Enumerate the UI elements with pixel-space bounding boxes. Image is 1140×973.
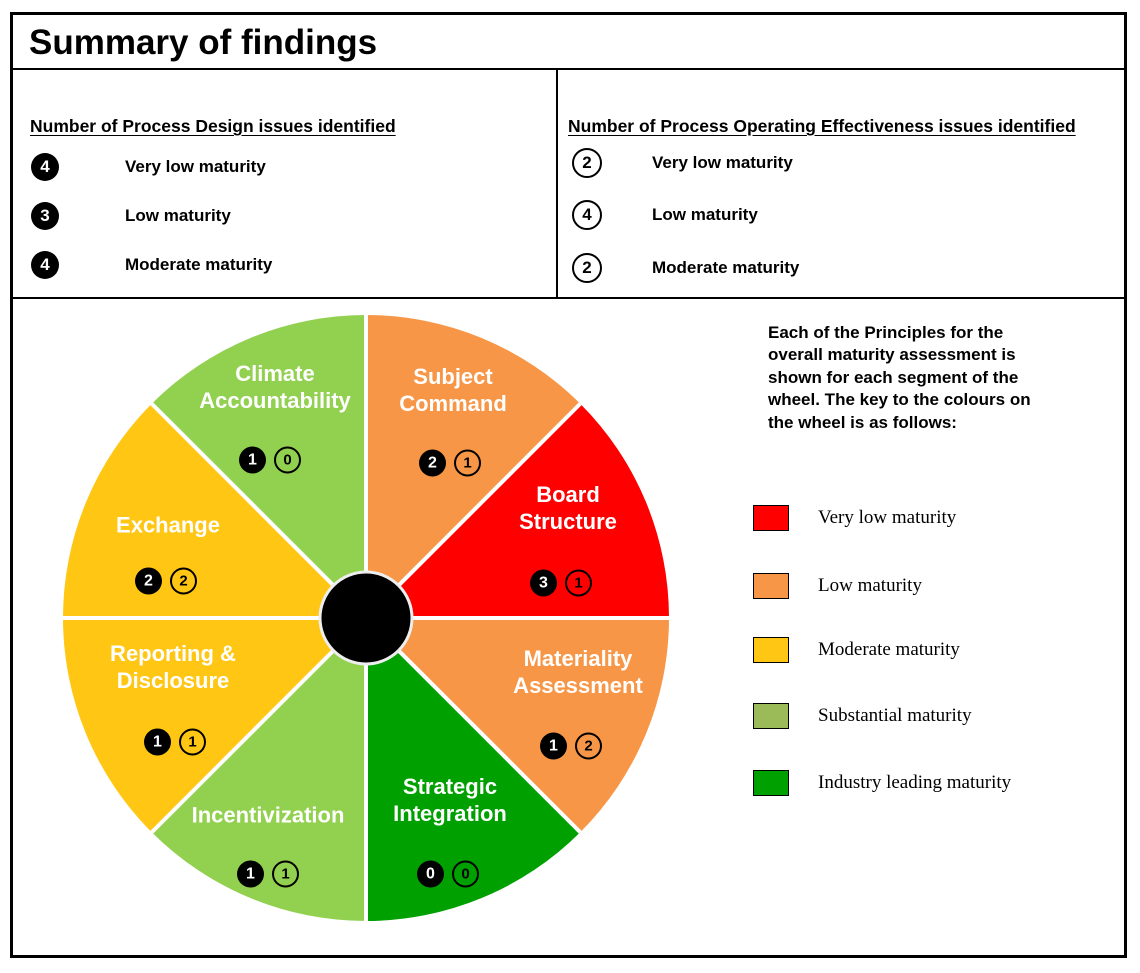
legend-row-very-low: Very low maturity (753, 505, 956, 531)
wheel-segment-board-structure (366, 403, 669, 618)
page-title: Summary of findings (29, 23, 378, 62)
legend-label: Very low maturity (818, 507, 957, 528)
operating-effectiveness-row-1: 2 Very low maturity (572, 148, 793, 178)
process-design-row-1: 4 Very low maturity (31, 152, 266, 182)
issue-label: Low maturity (125, 206, 231, 225)
filled-count-badge: 4 (31, 251, 59, 279)
process-design-row-2: 3 Low maturity (31, 201, 231, 231)
segment-label-incentivization: Incentivization (191, 802, 345, 828)
operating-effectiveness-row-3: 2 Moderate maturity (572, 253, 799, 283)
operating-issues-badge: 1 (565, 569, 592, 597)
maturity-wheel: Subject Command Board Structure Material… (56, 308, 676, 928)
legend-swatch-moderate (753, 637, 789, 663)
outlined-count-badge: 2 (572, 253, 602, 283)
wheel-hub (318, 570, 414, 666)
wheel-segment-exchange (63, 403, 366, 618)
operating-issues-badge: 0 (274, 446, 301, 474)
legend-label: Substantial maturity (818, 705, 972, 726)
issue-label: Moderate maturity (125, 255, 273, 274)
wheel-segment-materiality-assessment (366, 618, 669, 833)
wheel-chart (63, 315, 669, 921)
legend-row-moderate: Moderate maturity (753, 637, 960, 663)
title-bar: Summary of findings (13, 15, 1124, 70)
segment-counts-subject-command: 2 1 (419, 449, 481, 477)
design-issues-badge: 1 (144, 728, 171, 756)
design-issues-badge: 1 (540, 732, 567, 760)
segment-label-climate-accountability: Climate Accountability (199, 361, 351, 413)
legend-label: Industry leading maturity (818, 772, 1012, 793)
issue-label: Very low maturity (125, 157, 266, 176)
issue-label: Very low maturity (652, 153, 793, 172)
operating-issues-badge: 0 (452, 860, 479, 888)
segment-label-reporting-disclosure: Reporting & Disclosure (110, 641, 236, 693)
design-issues-badge: 1 (239, 446, 266, 474)
filled-count-badge: 3 (31, 202, 59, 230)
operating-effectiveness-row-2: 4 Low maturity (572, 200, 758, 230)
design-issues-badge: 2 (419, 449, 446, 477)
outlined-count-badge: 4 (572, 200, 602, 230)
process-design-row-3: 4 Moderate maturity (31, 250, 272, 280)
filled-count-badge: 4 (31, 153, 59, 181)
design-issues-badge: 3 (530, 569, 557, 597)
summary-document: Summary of findings Number of Process De… (10, 12, 1127, 958)
operating-issues-badge: 1 (272, 860, 299, 888)
operating-issues-badge: 1 (179, 728, 206, 756)
segment-label-board-structure: Board Structure (519, 482, 617, 534)
operating-effectiveness-panel: Number of Process Operating Effectivenes… (558, 70, 1124, 297)
operating-issues-badge: 2 (575, 732, 602, 760)
operating-issues-badge: 2 (170, 567, 197, 595)
design-issues-badge: 0 (417, 860, 444, 888)
legend-swatch-low (753, 573, 789, 599)
legend-swatch-industry-leading (753, 770, 789, 796)
wheel-segment-strategic-integration (366, 618, 581, 921)
segment-label-strategic-integration: Strategic Integration (393, 774, 507, 826)
segment-counts-incentivization: 1 1 (237, 860, 299, 888)
segment-counts-materiality-assessment: 1 2 (540, 732, 602, 760)
process-design-header: Number of Process Design issues identifi… (30, 116, 396, 136)
legend-row-substantial: Substantial maturity (753, 703, 972, 729)
wheel-segment-incentivization (151, 618, 366, 921)
issue-label: Moderate maturity (652, 258, 800, 277)
operating-effectiveness-header: Number of Process Operating Effectivenes… (568, 116, 1076, 136)
issues-summary-section: Number of Process Design issues identifi… (13, 70, 1124, 299)
segment-label-materiality-assessment: Materiality Assessment (513, 646, 643, 698)
maturity-wheel-section: Subject Command Board Structure Material… (13, 299, 1124, 955)
legend-row-industry-leading: Industry leading maturity (753, 770, 1011, 796)
process-design-panel: Number of Process Design issues identifi… (13, 70, 558, 297)
legend-label: Low maturity (818, 575, 922, 596)
segment-label-subject-command: Subject Command (399, 364, 507, 416)
legend-swatch-very-low (753, 505, 789, 531)
segment-counts-exchange: 2 2 (135, 567, 197, 595)
segment-counts-climate-accountability: 1 0 (239, 446, 301, 474)
design-issues-badge: 1 (237, 860, 264, 888)
segment-counts-strategic-integration: 0 0 (417, 860, 479, 888)
segment-label-exchange: Exchange (116, 512, 220, 538)
legend-row-low: Low maturity (753, 573, 922, 599)
issue-label: Low maturity (652, 205, 758, 224)
segment-counts-board-structure: 3 1 (530, 569, 592, 597)
wheel-segment-reporting-disclosure (63, 618, 366, 833)
legend-label: Moderate maturity (818, 639, 960, 660)
segment-counts-reporting-disclosure: 1 1 (144, 728, 206, 756)
legend-swatch-substantial (753, 703, 789, 729)
design-issues-badge: 2 (135, 567, 162, 595)
wheel-note: Each of the Principles for the overall m… (768, 323, 1031, 432)
outlined-count-badge: 2 (572, 148, 602, 178)
operating-issues-badge: 1 (454, 449, 481, 477)
